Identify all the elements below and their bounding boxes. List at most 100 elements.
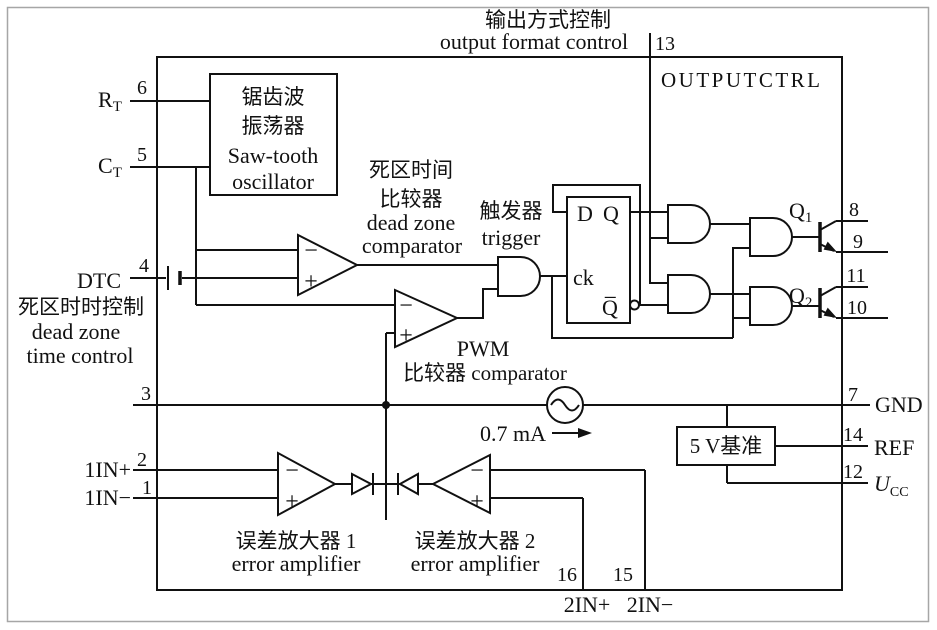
flip-flop-q-label: Q [603, 201, 619, 226]
pin-1-number: 1 [142, 477, 152, 499]
or-diodes [351, 472, 419, 496]
ucc-label: UCC [874, 471, 909, 500]
and-gate-4 [749, 286, 793, 326]
oscillator-label-zh1: 锯齿波 [242, 85, 305, 109]
wire-clock-branch [551, 276, 733, 339]
reference-block: 5 V基准 [676, 426, 776, 466]
dead-zone-comparator-triangle [297, 233, 360, 297]
bottom-pin-labels: 16 15 2IN+ 2IN− [557, 564, 673, 617]
pin-13-number: 13 [655, 33, 675, 55]
q1-label: Q1 [789, 198, 812, 226]
pin-5-number: 5 [137, 144, 147, 166]
reference-label: 5 V基准 [690, 434, 763, 458]
pin-10-number: 10 [847, 297, 867, 319]
ref-label: REF [874, 435, 914, 460]
pin-4-number: 4 [139, 255, 149, 277]
flip-flop-qbar-label: Q̅ [602, 295, 618, 320]
in2-minus-label: 2IN− [627, 592, 674, 617]
and-gate-1 [667, 204, 711, 244]
dtc-desc-zh: 死区时时控制 [18, 295, 144, 319]
in1-plus-label: 1IN+ [84, 457, 131, 482]
current-source-value: 0.7 mA [480, 421, 546, 446]
pin-9-number: 9 [853, 231, 863, 253]
error-amplifier-1: − + 误差放大器 1 error amplifier [232, 451, 361, 576]
in2-plus-label: 2IN+ [564, 592, 611, 617]
oscillator-label-en2: oscillator [232, 169, 315, 194]
flip-flop-box [566, 196, 631, 324]
reference-box [676, 426, 776, 466]
error-amp2-minus-sign: − [470, 458, 484, 484]
q2-emitter-arrow [823, 307, 837, 318]
output-format-control-header: 输出方式控制 output format control 13 OUTPUTCT… [440, 8, 823, 92]
dead-zone-comparator: − + 死区时间 比较器 dead zone comparator [297, 158, 463, 297]
error-amp1-plus-sign: + [285, 489, 299, 515]
current-arrow-head [578, 428, 592, 438]
sawtooth-oscillator-block: 锯齿波 振荡器 Saw-tooth oscillator [209, 73, 338, 196]
pin-12-number: 12 [843, 461, 863, 483]
oscillator-label-zh2: 振荡器 [242, 114, 305, 138]
dtc-pin-label: DTC [77, 268, 121, 293]
pwm-comparator-triangle [394, 288, 460, 349]
error-amp2-label-en: error amplifier [411, 551, 541, 576]
outputctrl-label: OUTPUTCTRL [661, 68, 823, 92]
pwm-label-line2: 比较器 comparator [403, 361, 567, 385]
and-gate-2 [667, 274, 711, 314]
pin-2-number: 2 [137, 449, 147, 471]
gnd-label: GND [875, 392, 923, 417]
trigger-section: 触发器 trigger D Q ck Q̅ [480, 196, 640, 324]
pin-8-number: 8 [849, 199, 859, 221]
pwm-minus-sign: − [399, 293, 413, 319]
pin-11-number: 11 [846, 265, 865, 287]
trigger-and-gate [497, 256, 541, 297]
pwm-label-line1: PWM [457, 336, 510, 361]
pin-6-number: 6 [137, 77, 147, 99]
oscillator-label-en1: Saw-tooth [228, 143, 318, 168]
dead-zone-label-zh1: 死区时间 [369, 158, 453, 182]
output-format-control-en: output format control [440, 29, 628, 54]
wire-d-feedback-loop [552, 184, 641, 305]
q1-collector [819, 220, 837, 231]
current-source: 0.7 mA [480, 386, 592, 446]
wire-pin13-vertical [649, 33, 668, 284]
flip-flop-ck-label: ck [573, 265, 594, 290]
error-amp1-triangle [277, 451, 338, 517]
error-amp2-plus-sign: + [470, 489, 484, 515]
error-amp1-label-zh: 误差放大器 1 [236, 529, 357, 553]
junction-dot [382, 401, 390, 409]
diode-2 [397, 472, 419, 496]
output-steering-gates [667, 204, 793, 326]
error-amp2-label-zh: 误差放大器 2 [415, 529, 536, 553]
q2-label: Q2 [789, 283, 812, 311]
dead-zone-minus-sign: − [304, 238, 318, 264]
ct-pin-label: CT [98, 153, 122, 181]
pin-3-number: 3 [141, 383, 151, 405]
error-amp2-triangle [430, 453, 491, 515]
and-gate-3 [749, 217, 793, 257]
pin-7-number: 7 [848, 384, 858, 406]
dtc-desc-en2: time control [27, 343, 134, 368]
output-format-control-zh: 输出方式控制 [485, 8, 611, 32]
q2-collector [819, 286, 837, 297]
dead-zone-label-en1: dead zone [367, 210, 456, 235]
pin-15-number: 15 [613, 564, 633, 586]
error-amp1-minus-sign: − [285, 458, 299, 484]
dead-zone-label-zh2: 比较器 [380, 187, 443, 211]
right-pin-labels: 7 GND 14 REF 12 UCC [843, 384, 923, 500]
in1-minus-label: 1IN− [84, 485, 131, 510]
pwm-comparator: − + PWM 比较器 comparator [394, 288, 567, 385]
oscillator-box [209, 73, 338, 196]
flip-flop-d-label: D [577, 201, 593, 226]
pwm-plus-sign: + [399, 323, 413, 349]
wires [130, 33, 888, 590]
q1-emitter-arrow [823, 241, 837, 252]
wire-pwm-out [457, 288, 498, 319]
current-source-sine [550, 398, 580, 412]
output-transistor-q2: Q2 11 10 [789, 265, 867, 319]
dtc-desc-en1: dead zone [32, 319, 121, 344]
qbar-inversion-bubble [629, 299, 640, 311]
left-pin-labels: RT 6 CT 5 DTC 4 死区时时控制 dead zone time co… [18, 77, 152, 510]
output-transistor-q1: Q1 8 9 [789, 198, 863, 253]
trigger-label-en: trigger [482, 225, 541, 250]
